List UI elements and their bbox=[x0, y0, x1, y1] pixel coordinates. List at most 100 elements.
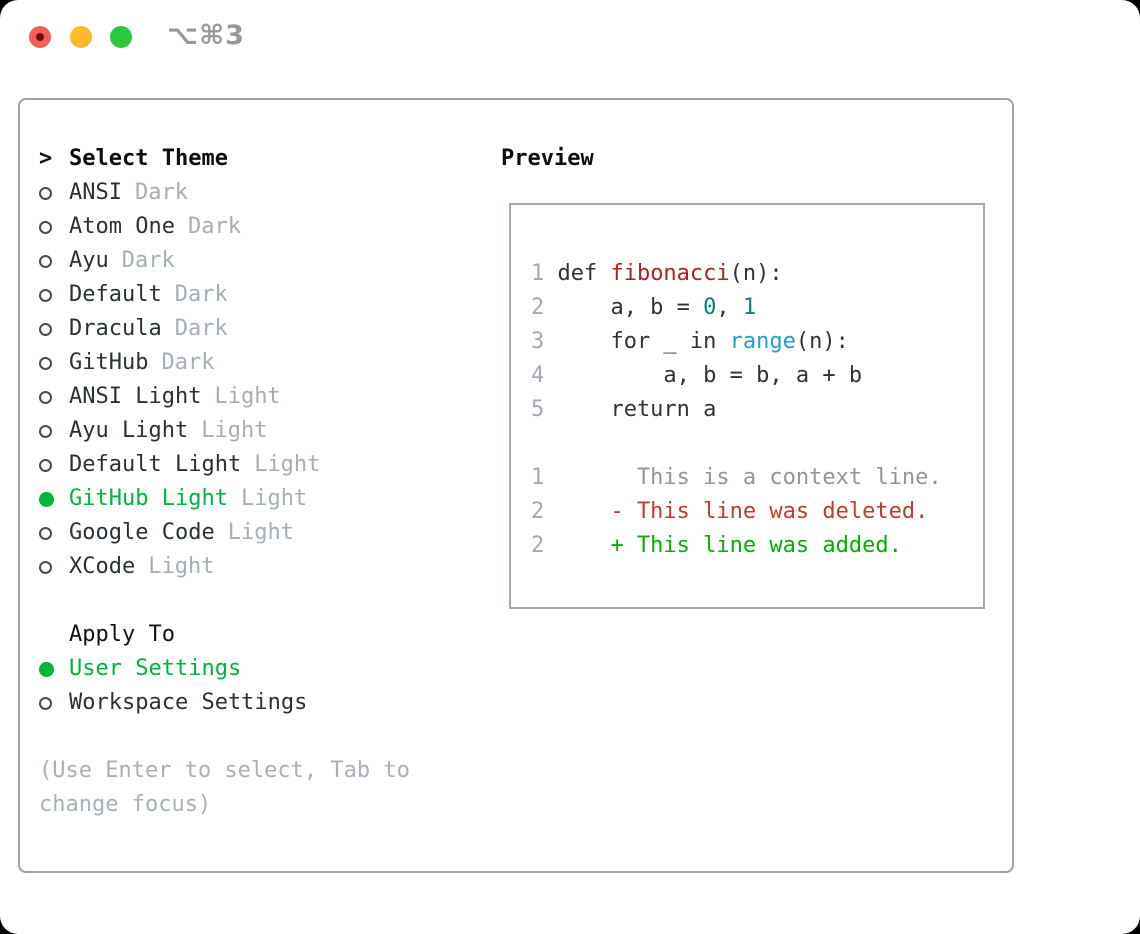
code-token-function: fibonacci bbox=[610, 261, 730, 286]
theme-list-title: Select Theme bbox=[69, 146, 228, 171]
code-line: 1 This is a context line. bbox=[531, 461, 983, 495]
theme-variant: Dark bbox=[121, 248, 175, 273]
code-token-builtin: range bbox=[729, 329, 796, 354]
apply-option-label: Workspace Settings bbox=[69, 690, 308, 715]
code-token-plain: def bbox=[557, 261, 611, 286]
theme-name: ANSI bbox=[69, 180, 122, 205]
code-line: 2 + This line was added. bbox=[531, 529, 983, 563]
theme-name: GitHub bbox=[69, 350, 149, 375]
code-token-number: 1 bbox=[742, 295, 757, 320]
theme-variant: Dark bbox=[174, 316, 228, 341]
line-number: 5 bbox=[531, 397, 545, 422]
radio-selected-icon bbox=[39, 491, 69, 507]
minimize-window-button[interactable] bbox=[70, 26, 92, 48]
theme-list-column: > Select Theme ANSI Dark Atom One Dark A… bbox=[39, 142, 501, 871]
line-number: 4 bbox=[531, 363, 545, 388]
theme-variant: Dark bbox=[187, 214, 241, 239]
titlebar: ⌥⌘3 bbox=[0, 0, 1140, 74]
theme-name: Dracula bbox=[69, 316, 162, 341]
section-gap bbox=[39, 584, 501, 618]
code-token-deleted: - This line was deleted. bbox=[557, 499, 929, 524]
theme-option-default-dark[interactable]: Default Dark bbox=[39, 278, 501, 312]
theme-variant: Light bbox=[240, 486, 308, 511]
theme-name: Ayu Light bbox=[69, 418, 189, 443]
line-number: 3 bbox=[531, 329, 545, 354]
code-token-plain: , bbox=[716, 295, 743, 320]
theme-name: Google Code bbox=[69, 520, 215, 545]
radio-icon bbox=[39, 186, 69, 200]
radio-icon bbox=[39, 356, 69, 370]
theme-name: Ayu bbox=[69, 248, 109, 273]
theme-option-google-code-light[interactable]: Google Code Light bbox=[39, 516, 501, 550]
code-token-plain: (n): bbox=[729, 261, 783, 286]
code-line: 2 a, b = 0, 1 bbox=[531, 291, 983, 325]
code-line: 1 def fibonacci(n): bbox=[531, 257, 983, 291]
radio-icon bbox=[39, 254, 69, 268]
theme-option-ansi-light[interactable]: ANSI Light Light bbox=[39, 380, 501, 414]
theme-variant: Light bbox=[227, 520, 294, 545]
code-line: 4 a, b = b, a + b bbox=[531, 359, 983, 393]
theme-name: XCode bbox=[69, 554, 136, 579]
theme-option-ayu-dark[interactable]: Ayu Dark bbox=[39, 244, 501, 278]
apply-to-header: Apply To bbox=[39, 618, 501, 652]
apply-to-title: Apply To bbox=[69, 622, 175, 647]
code-line: 2 - This line was deleted. bbox=[531, 495, 983, 529]
radio-icon bbox=[39, 560, 69, 574]
apply-option-user-settings[interactable]: User Settings bbox=[39, 652, 501, 686]
radio-icon bbox=[39, 288, 69, 302]
code-line bbox=[531, 427, 983, 461]
radio-icon bbox=[39, 526, 69, 540]
apply-option-workspace-settings[interactable]: Workspace Settings bbox=[39, 686, 501, 720]
theme-option-ansi-dark[interactable]: ANSI Dark bbox=[39, 176, 501, 210]
radio-icon bbox=[39, 424, 69, 438]
radio-icon bbox=[39, 322, 69, 336]
line-number: 2 bbox=[531, 295, 545, 320]
theme-name: Default bbox=[69, 282, 162, 307]
keyboard-hint: (Use Enter to select, Tab to change focu… bbox=[39, 758, 410, 817]
apply-option-label: User Settings bbox=[69, 656, 242, 681]
line-number: 2 bbox=[531, 533, 545, 558]
theme-option-ayu-light[interactable]: Ayu Light Light bbox=[39, 414, 501, 448]
theme-name: Default Light bbox=[69, 452, 242, 477]
theme-variant: Light bbox=[148, 554, 215, 579]
code-token-plain: a, b = b, a + b bbox=[557, 363, 863, 388]
zoom-window-button[interactable] bbox=[110, 26, 132, 48]
theme-variant: Dark bbox=[161, 350, 215, 375]
code-line: 5 return a bbox=[531, 393, 983, 427]
code-line: 3 for _ in range(n): bbox=[531, 325, 983, 359]
theme-option-default-light[interactable]: Default Light Light bbox=[39, 448, 501, 482]
theme-option-atom-one-dark[interactable]: Atom One Dark bbox=[39, 210, 501, 244]
theme-name: GitHub Light bbox=[69, 486, 228, 511]
theme-variant: Light bbox=[254, 452, 321, 477]
radio-icon bbox=[39, 458, 69, 472]
code-token-plain: a, b = bbox=[557, 295, 704, 320]
code-token-plain: return a bbox=[557, 397, 717, 422]
window-shortcut-label: ⌥⌘3 bbox=[167, 20, 245, 51]
focus-caret-icon: > bbox=[39, 146, 53, 171]
line-number: 1 bbox=[531, 465, 545, 490]
theme-option-xcode-light[interactable]: XCode Light bbox=[39, 550, 501, 584]
theme-variant: Light bbox=[214, 384, 281, 409]
theme-variant: Light bbox=[201, 418, 268, 443]
code-token-number: 0 bbox=[703, 295, 717, 320]
theme-list-header: > Select Theme bbox=[39, 142, 501, 176]
theme-option-github-dark[interactable]: GitHub Dark bbox=[39, 346, 501, 380]
radio-icon bbox=[39, 220, 69, 234]
theme-name: ANSI Light bbox=[69, 384, 202, 409]
close-window-button[interactable] bbox=[29, 26, 51, 48]
code-token-plain: for _ in bbox=[557, 329, 730, 354]
code-token-context: This is a context line. bbox=[557, 465, 942, 490]
line-number: 1 bbox=[531, 261, 545, 286]
theme-name: Atom One bbox=[69, 214, 175, 239]
radio-icon bbox=[39, 696, 69, 710]
theme-option-dracula-dark[interactable]: Dracula Dark bbox=[39, 312, 501, 346]
code-token-added: + This line was added. bbox=[557, 533, 902, 558]
theme-option-github-light[interactable]: GitHub Light Light bbox=[39, 482, 501, 516]
code-token-plain: (n): bbox=[795, 329, 849, 354]
radio-icon bbox=[39, 390, 69, 404]
theme-variant: Dark bbox=[174, 282, 228, 307]
theme-selector-panel: > Select Theme ANSI Dark Atom One Dark A… bbox=[18, 98, 1014, 873]
preview-title: Preview bbox=[501, 146, 594, 171]
